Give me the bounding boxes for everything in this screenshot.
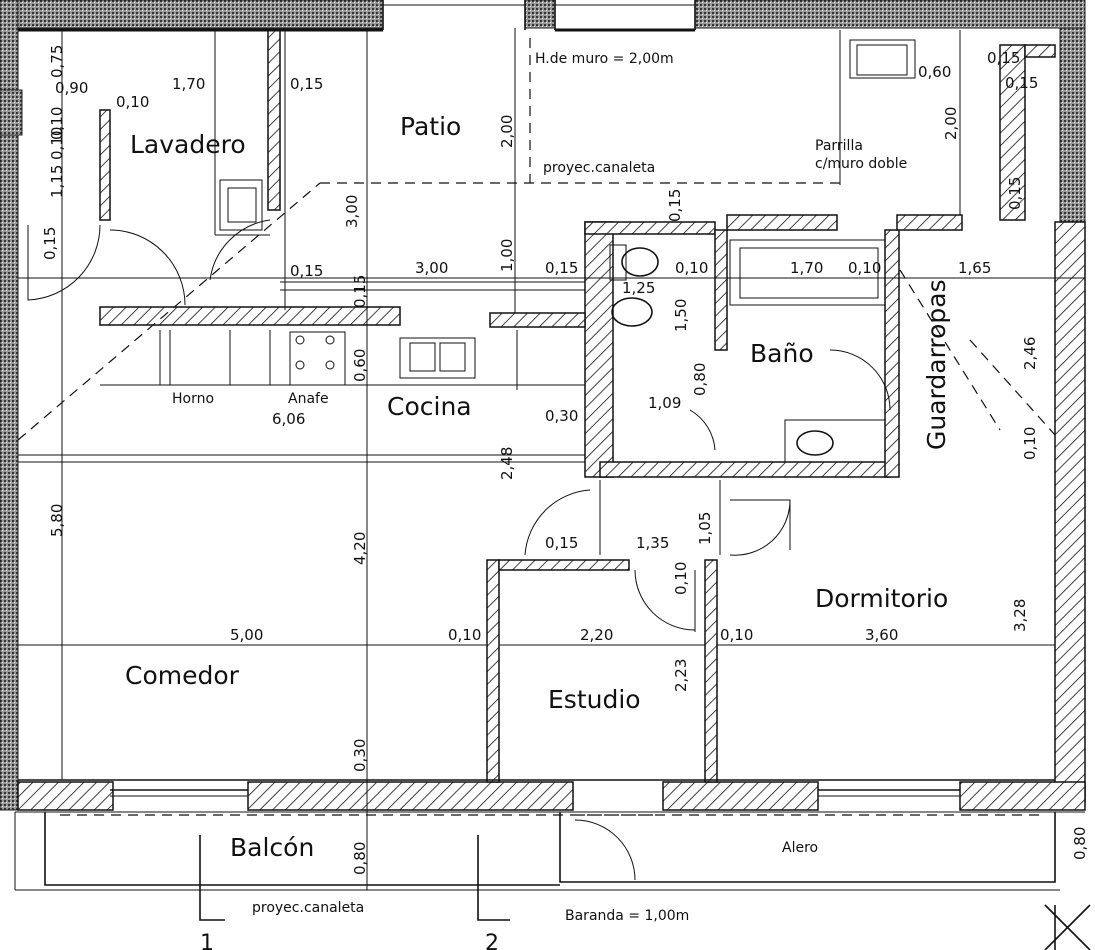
dim-label: 2,00 <box>498 115 516 148</box>
axis-numbers: 1 2 <box>200 931 499 950</box>
note-baranda: Baranda = 1,00m <box>565 908 689 924</box>
room-lavadero: Lavadero <box>130 130 246 159</box>
dimension-labels: 0,75 0,90 1,70 0,10 0,15 0,10 1,15 0,10 … <box>41 45 1089 875</box>
axis-2: 2 <box>485 931 499 950</box>
note-anafe: Anafe <box>288 391 329 407</box>
dim-label: 0,10 <box>675 259 708 277</box>
dim-label: 0,15 <box>987 49 1020 67</box>
dim-label: 0,80 <box>1071 827 1089 860</box>
dim-label: 0,10 <box>1021 427 1039 460</box>
dim-label: 3,28 <box>1011 599 1029 632</box>
dim-label: 0,10 <box>672 562 690 595</box>
dim-label: 0,30 <box>545 407 578 425</box>
dim-label: 0,15 <box>666 189 684 222</box>
note-muro: H.de muro = 2,00m <box>535 51 674 67</box>
dim-label: 2,23 <box>672 659 690 692</box>
dim-label: 5,80 <box>48 504 66 537</box>
room-guardarropas: Guardarropas <box>922 279 951 450</box>
note-parrilla-2: c/muro doble <box>815 156 907 172</box>
dim-label: 0,15 <box>290 262 323 280</box>
hatched-walls <box>17 29 1086 811</box>
dim-label: 0,15 <box>1006 177 1024 210</box>
dim-label: 3,00 <box>343 195 361 228</box>
dim-label: 0,15 <box>41 227 59 260</box>
dim-label: 1,70 <box>790 259 823 277</box>
dim-label: 1,70 <box>172 75 205 93</box>
fixtures <box>227 44 908 456</box>
note-canaleta-top: proyec.canaleta <box>543 160 655 176</box>
room-patio: Patio <box>400 112 461 141</box>
dim-label: 0,80 <box>691 363 709 396</box>
dim-label: 1,09 <box>648 394 681 412</box>
note-alero: Alero <box>782 840 818 856</box>
dim-label: 0,60 <box>918 63 951 81</box>
dim-label: 0,60 <box>351 349 369 382</box>
note-horno: Horno <box>172 391 214 407</box>
dim-label: 0,10 <box>848 259 881 277</box>
dim-label: 3,60 <box>865 626 898 644</box>
projection-lines <box>17 38 1056 441</box>
dim-label: 2,20 <box>580 626 613 644</box>
notes: H.de muro = 2,00m proyec.canaleta Parril… <box>172 51 907 924</box>
dim-label: 3,00 <box>415 259 448 277</box>
dim-label: 4,20 <box>351 532 369 565</box>
axis-markers <box>199 835 1091 950</box>
dim-label: 0,10 <box>116 93 149 111</box>
dim-label: 1,25 <box>622 279 655 297</box>
dim-label: 1,50 <box>672 299 690 332</box>
dim-label: 0,10 <box>48 127 66 160</box>
dim-label: 1,00 <box>498 239 516 272</box>
room-bano: Baño <box>750 339 814 368</box>
dim-label: 1,15 <box>48 165 66 198</box>
dim-label: 0,30 <box>351 739 369 772</box>
dim-label: 1,05 <box>696 512 714 545</box>
note-parrilla-1: Parrilla <box>815 138 863 154</box>
dim-label: 0,15 <box>545 534 578 552</box>
dim-label: 0,15 <box>1005 74 1038 92</box>
exterior-walls <box>0 0 1086 811</box>
dim-label: 5,00 <box>230 626 263 644</box>
dim-label: 0,15 <box>351 275 369 308</box>
dim-label: 0,90 <box>55 79 88 97</box>
axis-1: 1 <box>200 931 214 950</box>
dim-label: 2,48 <box>498 447 516 480</box>
dim-label: 1,65 <box>958 259 991 277</box>
dim-label: 2,46 <box>1021 337 1039 370</box>
note-canaleta-bottom: proyec.canaleta <box>252 900 364 916</box>
dim-label: 0,10 <box>448 626 481 644</box>
room-cocina: Cocina <box>387 392 472 421</box>
room-balcon: Balcón <box>230 833 314 862</box>
dim-label: 6,06 <box>272 410 305 428</box>
dim-label: 0,10 <box>720 626 753 644</box>
dim-label: 0,80 <box>351 842 369 875</box>
plan-lines <box>14 0 1085 891</box>
room-labels: Lavadero Patio Cocina Baño Guardarropas … <box>125 112 951 862</box>
dim-label: 0,10 <box>48 107 66 140</box>
dim-label: 0,15 <box>290 75 323 93</box>
room-estudio: Estudio <box>548 685 641 714</box>
dim-label: 0,75 <box>48 45 66 78</box>
dim-label: 2,00 <box>942 107 960 140</box>
room-comedor: Comedor <box>125 661 240 690</box>
room-dormitorio: Dormitorio <box>815 584 948 613</box>
dim-label: 0,15 <box>545 259 578 277</box>
dim-label: 1,35 <box>636 534 669 552</box>
door-swings <box>27 219 891 881</box>
